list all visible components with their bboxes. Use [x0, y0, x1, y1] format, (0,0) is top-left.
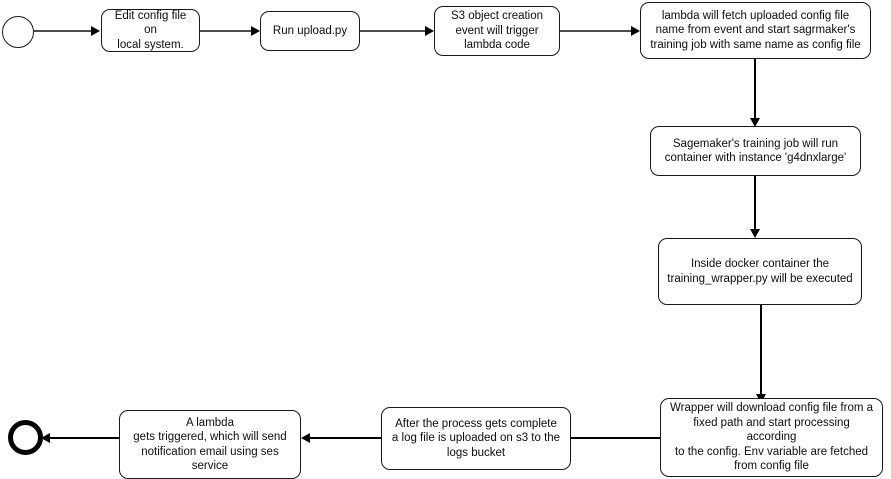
arrowhead-s3-event-to-lambda-fetch [631, 26, 640, 36]
connector-docker-wrapper-to-wrapper-download [760, 305, 762, 397]
end-node [8, 420, 43, 455]
connector-lambda-fetch-to-sagemaker-job [754, 59, 756, 120]
node-edit-config[interactable]: Edit config file on local system. [101, 9, 200, 52]
node-sagemaker-job[interactable]: Sagemaker's training job will run contai… [650, 126, 861, 176]
connector-run-upload-to-s3-event [360, 30, 426, 32]
arrowhead-edit-config-to-run-upload [251, 26, 260, 36]
arrowhead-log-upload-to-lambda-notify [301, 433, 310, 443]
node-lambda-fetch[interactable]: lambda will fetch uploaded config file n… [640, 2, 871, 59]
start-node [2, 16, 34, 48]
connector-log-upload-to-lambda-notify [310, 437, 381, 439]
connector-wrapper-download-to-log-upload [571, 437, 660, 439]
node-docker-wrapper[interactable]: Inside docker container the training_wra… [658, 238, 862, 305]
arrowhead-sagemaker-job-to-docker-wrapper [750, 229, 760, 238]
arrowhead-lambda-fetch-to-sagemaker-job [750, 118, 760, 127]
connector-edit-config-to-run-upload [200, 30, 252, 32]
arrowhead-lambda-notify-to-end [41, 433, 50, 443]
connector-sagemaker-job-to-docker-wrapper [754, 176, 756, 232]
connector-s3-event-to-lambda-fetch [560, 30, 632, 32]
connector-lambda-notify-to-end [50, 437, 119, 439]
arrowhead-run-upload-to-s3-event [425, 26, 434, 36]
node-lambda-notify[interactable]: A lambda gets triggered, which will send… [119, 410, 301, 479]
node-s3-event[interactable]: S3 object creation event will trigger la… [434, 6, 560, 56]
connector-start-to-edit-config [34, 30, 92, 32]
node-wrapper-download[interactable]: Wrapper will download config file from a… [660, 398, 883, 477]
node-run-upload[interactable]: Run upload.py [260, 11, 360, 51]
node-log-upload[interactable]: After the process gets complete a log fi… [381, 407, 571, 470]
arrowhead-start-to-edit-config [91, 26, 100, 36]
